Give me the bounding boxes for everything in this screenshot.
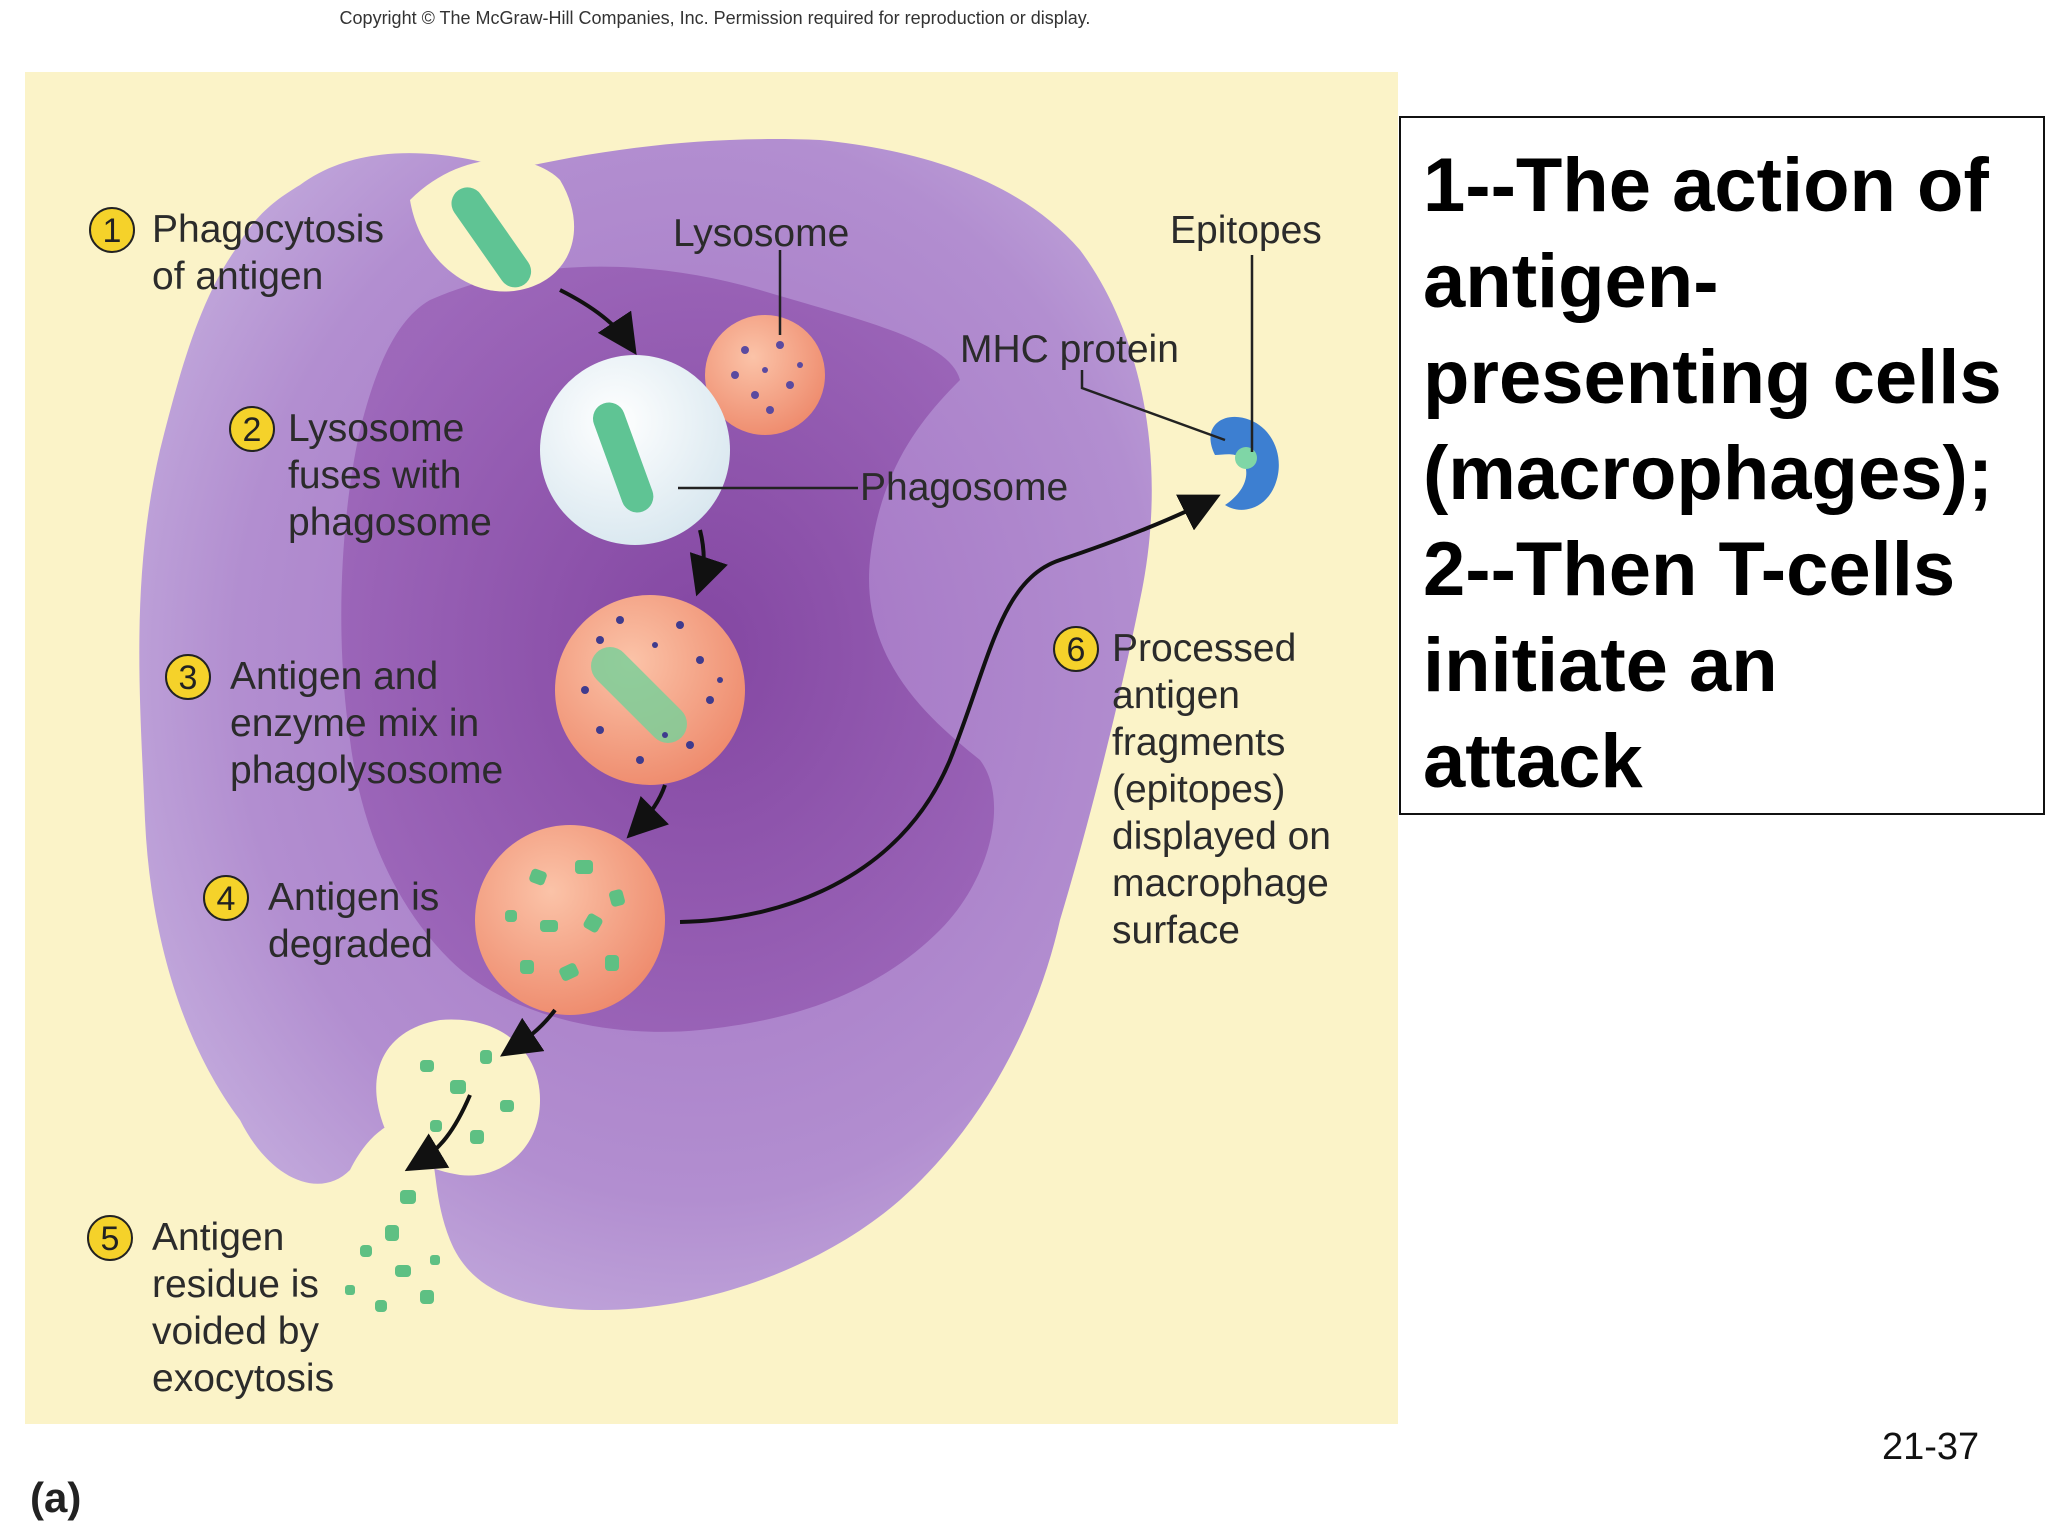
- mhc-leader-line: [1080, 370, 1226, 442]
- antigen-in-phagosome: [592, 402, 654, 513]
- caption-line: initiate an: [1423, 623, 1778, 708]
- step-3-badge: [165, 654, 211, 700]
- antigen: [451, 187, 532, 288]
- step-2-number: 2: [243, 411, 262, 449]
- antigen-in-phagolysosome: [591, 647, 687, 743]
- step-6-number: 6: [1067, 631, 1086, 669]
- caption-line: (macrophages);: [1423, 431, 1994, 516]
- epitopes-label: Epitopes: [1170, 209, 1322, 252]
- step-3-label: Antigen and enzyme mix in phagolysosome: [230, 655, 503, 792]
- arrow-2-to-3: [689, 529, 728, 597]
- step-2-badge: [229, 406, 275, 452]
- arrow-3-to-4: [626, 784, 669, 839]
- mhc-protein-label: MHC protein: [960, 328, 1179, 371]
- step-4-label: Antigen is degraded: [268, 876, 450, 966]
- caption-line: antigen-: [1423, 239, 1719, 324]
- step-1-number: 1: [103, 212, 122, 250]
- step-5-badge: [87, 1215, 133, 1261]
- lysosome-label: Lysosome: [673, 212, 849, 255]
- step-5-label: Antigen residue is voided by exocytosis: [152, 1216, 334, 1400]
- arrow-4-to-6: [679, 494, 1221, 924]
- arrow-1-to-2: [559, 288, 637, 355]
- epitope: [1235, 447, 1257, 469]
- caption-line: attack: [1423, 719, 1643, 804]
- step-4-badge: [203, 875, 249, 921]
- step-5-number: 5: [101, 1220, 120, 1258]
- phagosome-label: Phagosome: [860, 466, 1068, 509]
- step-4-number: 4: [217, 880, 236, 918]
- arrow-4-to-exocytosis: [500, 1008, 557, 1057]
- exocytosis-pocket: [376, 1019, 540, 1176]
- step-1-label: Phagocytosis of antigen: [152, 208, 395, 298]
- step-3-number: 3: [179, 659, 198, 697]
- step-1-badge: [89, 207, 135, 253]
- degradation-vesicle: [475, 825, 665, 1015]
- step-2-label: Lysosome fuses with phagosome: [288, 407, 492, 544]
- figure-panel-label: (a): [30, 1474, 82, 1521]
- caption-line: presenting cells: [1423, 335, 2002, 420]
- caption-line: 1--The action of: [1423, 143, 1989, 228]
- lysosome: [705, 315, 825, 435]
- step-6-badge: [1053, 626, 1099, 672]
- caption-box: 1--The action of antigen- presenting cel…: [1399, 116, 2045, 815]
- copyright-notice: Copyright © The McGraw-Hill Companies, I…: [339, 8, 1091, 28]
- arrow-exocytosis-release: [404, 1094, 472, 1172]
- slide-number: 21-37: [1882, 1426, 1980, 1468]
- step-6-label: Processed antigen fragments (epitopes) d…: [1112, 627, 1342, 952]
- macrophage-antigen-processing-diagram: Lysosome Epitopes MHC protein Phagosome …: [87, 139, 1342, 1400]
- caption-line: 2--Then T-cells: [1423, 527, 1956, 612]
